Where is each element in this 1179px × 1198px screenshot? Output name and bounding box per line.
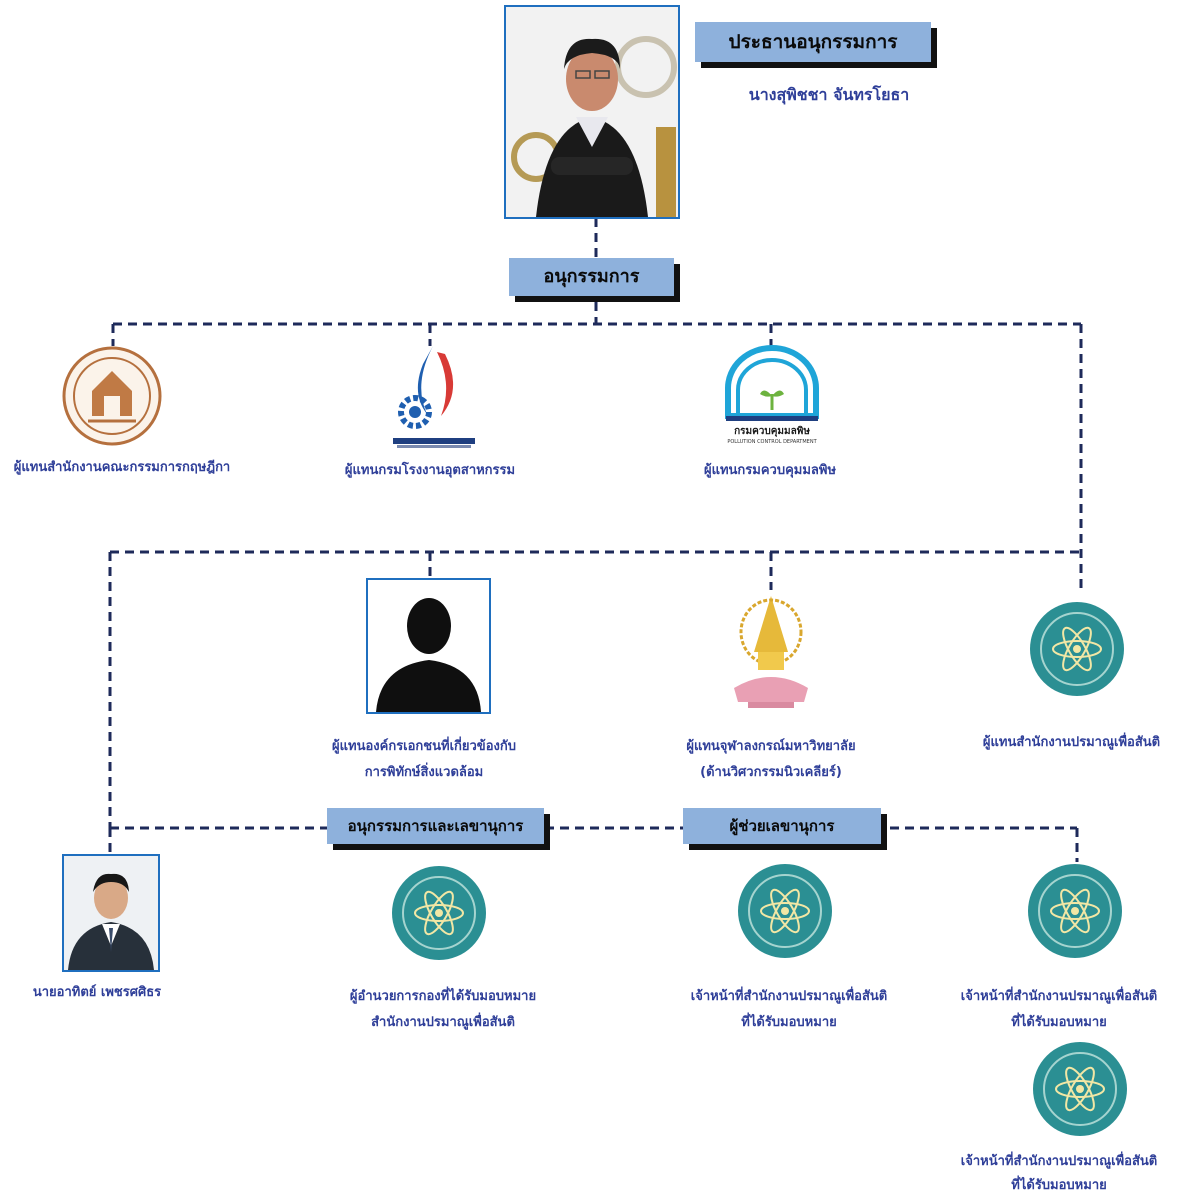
secretary-director-line2: สำนักงานปรมาณูเพื่อสันติ — [371, 1015, 515, 1030]
assistant-staff-label-3: เจ้าหน้าที่สำนักงานปรมาณูเพื่อสันติ ที่ไ… — [939, 1150, 1179, 1198]
committee-title-box: อนุกรรมการ — [509, 258, 674, 296]
oap-seal-icon-staff-1 — [736, 862, 834, 960]
member-label-ngo-line2: การพิทักษ์สิ่งแวดล้อม — [364, 765, 484, 780]
chair-title: ประธานอนุกรรมการ — [728, 31, 898, 53]
assistant-staff-3-line2: ที่ได้รับมอบหมาย — [1011, 1178, 1107, 1193]
member-label-chula-line2: (ด้านวิศวกรรมนิวเคลียร์) — [700, 765, 842, 780]
secretary-title: อนุกรรมการและเลขานุการ — [347, 817, 524, 835]
secretary-member-photo — [62, 854, 160, 972]
assistant-staff-1-line1: เจ้าหน้าที่สำนักงานปรมาณูเพื่อสันติ — [690, 989, 888, 1004]
assistant-staff-label-2: เจ้าหน้าที่สำนักงานปรมาณูเพื่อสันติ ที่ไ… — [939, 984, 1179, 1036]
member-label-oap: ผู้แทนสำนักงานปรมาณูเพื่อสันติ — [964, 730, 1179, 756]
secretary-director-label: ผู้อำนวยการกองที่ได้รับมอบหมาย สำนักงานป… — [318, 984, 568, 1036]
member-label-pcd: ผู้แทนกรมควบคุมมลพิษ — [703, 463, 837, 478]
assistant-staff-3-line1: เจ้าหน้าที่สำนักงานปรมาณูเพื่อสันติ — [960, 1154, 1158, 1169]
oap-seal-icon-director — [390, 864, 488, 962]
ngo-silhouette-photo — [366, 578, 491, 714]
krisdika-seal-icon — [62, 346, 162, 446]
chair-photo — [504, 5, 680, 219]
member-label-diw: ผู้แทนกรมโรงงานอุตสาหกรรม — [344, 463, 516, 478]
committee-title: อนุกรรมการ — [543, 266, 640, 287]
assistant-staff-2-line2: ที่ได้รับมอบหมาย — [1011, 1015, 1107, 1030]
assistant-title: ผู้ช่วยเลขานุการ — [729, 817, 835, 835]
member-label-krisdika: ผู้แทนสำนักงานคณะกรรมการกฤษฎีกา — [13, 460, 231, 475]
chula-emblem-icon — [728, 592, 814, 710]
member-label-chula: ผู้แทนจุฬาลงกรณ์มหาวิทยาลัย (ด้านวิศวกรร… — [654, 734, 888, 786]
diw-logo-icon — [393, 344, 475, 450]
member-label-oap-line1: ผู้แทนสำนักงานปรมาณูเพื่อสันติ — [982, 735, 1161, 750]
oap-seal-icon-staff-3 — [1031, 1040, 1129, 1138]
assistant-staff-1-line2: ที่ได้รับมอบหมาย — [741, 1015, 837, 1030]
member-label-chula-line1: ผู้แทนจุฬาลงกรณ์มหาวิทยาลัย — [686, 739, 856, 754]
oap-seal-icon-staff-2 — [1026, 862, 1124, 960]
assistant-title-box: ผู้ช่วยเลขานุการ — [683, 808, 881, 844]
oap-seal-icon-row2 — [1028, 600, 1126, 698]
member-label-ngo: ผู้แทนองค์กรเอกชนที่เกี่ยวข้องกับ การพิท… — [300, 734, 548, 786]
assistant-staff-label-1: เจ้าหน้าที่สำนักงานปรมาณูเพื่อสันติ ที่ไ… — [664, 984, 914, 1036]
member-label-ngo-line1: ผู้แทนองค์กรเอกชนที่เกี่ยวข้องกับ — [332, 739, 516, 754]
assistant-staff-2-line1: เจ้าหน้าที่สำนักงานปรมาณูเพื่อสันติ — [960, 989, 1158, 1004]
pcd-logo-subtext: POLLUTION CONTROL DEPARTMENT — [727, 439, 817, 445]
pcd-logo-text: กรมควบคุมมลพิษ — [734, 426, 810, 437]
chair-name: นางสุพิชชา จันทรโยธา — [748, 85, 910, 104]
pcd-logo-icon: กรมควบคุมมลพิษ POLLUTION CONTROL DEPARTM… — [720, 344, 824, 456]
secretary-title-box: อนุกรรมการและเลขานุการ — [327, 808, 544, 844]
secretary-director-line1: ผู้อำนวยการกองที่ได้รับมอบหมาย — [349, 989, 537, 1004]
secretary-member-name: นายอาทิตย์ เพชรศศิธร — [32, 985, 162, 1000]
chair-title-box: ประธานอนุกรรมการ — [695, 22, 931, 62]
